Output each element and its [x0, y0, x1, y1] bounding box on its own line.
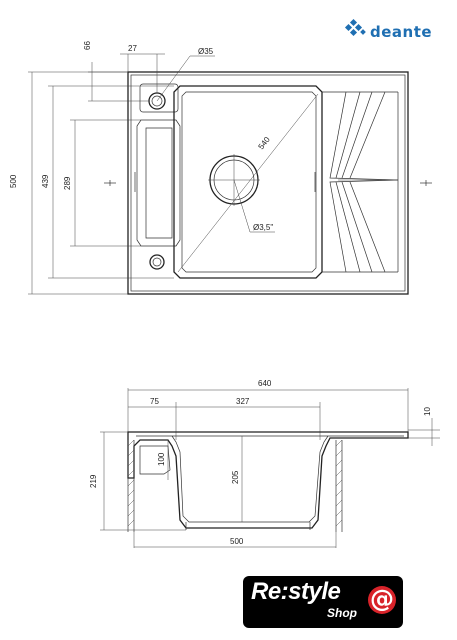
shop-logo-sub: Shop: [327, 606, 357, 620]
dim-drain: Ø3,5": [253, 223, 273, 232]
dim-hole-diameter: Ø35: [198, 47, 214, 56]
at-sign-icon: @: [368, 585, 396, 614]
brand-logo: deante: [344, 18, 432, 41]
dim-75: 75: [150, 397, 159, 406]
dim-205: 205: [231, 470, 240, 484]
dim-27: 27: [128, 44, 137, 53]
sink-outline: [127, 71, 409, 295]
diagonal-dim-line: [177, 93, 319, 273]
drainboard: [322, 91, 399, 273]
hatch-left: [127, 439, 135, 532]
dim-289: 289: [63, 176, 72, 190]
dim-540: 540: [256, 135, 272, 151]
brand-name: deante: [370, 23, 432, 41]
dim-100: 100: [157, 452, 166, 466]
side-view: 640 75 327 10: [89, 379, 440, 548]
top-view: 540 Ø35 Ø3,5" 66 27 500 439 289: [9, 41, 432, 295]
overflow-hole: [149, 254, 165, 270]
section-outline: [127, 431, 409, 529]
faucet-deck: [139, 83, 179, 113]
dim-439: 439: [41, 174, 50, 188]
dim-327: 327: [236, 397, 250, 406]
dim-10: 10: [423, 407, 432, 416]
main-bowl: [173, 85, 323, 279]
dim-640: 640: [258, 379, 272, 388]
dim-219: 219: [89, 474, 98, 488]
side-tray: [136, 119, 181, 247]
hatch-right: [335, 439, 343, 532]
shop-logo-badge: Re:style Shop @: [243, 576, 403, 628]
shop-logo-name: Re:style: [251, 578, 341, 605]
dim-66: 66: [83, 41, 92, 50]
dim-500: 500: [9, 174, 18, 188]
dim-base-500: 500: [230, 537, 244, 546]
deante-flower-icon: [344, 18, 366, 37]
